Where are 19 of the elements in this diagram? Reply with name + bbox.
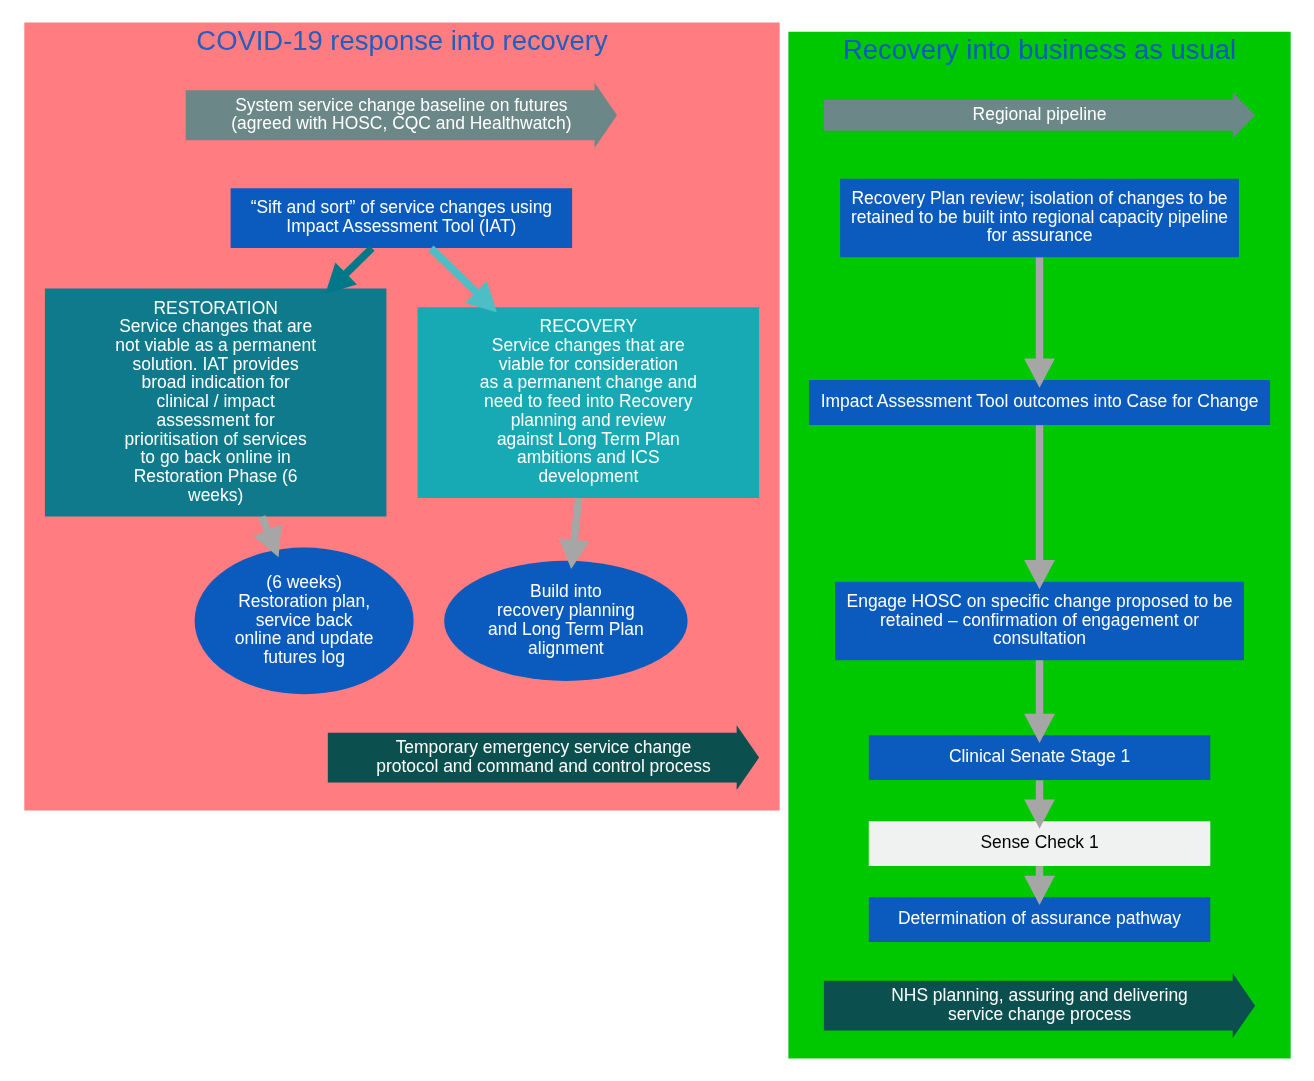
- arrow: [1023, 660, 1055, 743]
- arrow: [252, 515, 282, 558]
- arrow: [558, 497, 589, 569]
- node-box: “Sift and sort” of service changes using Impact Assessment Tool (IAT): [230, 188, 572, 248]
- node-ellipse: Build into recovery planning and Long Term Plan alignment: [443, 560, 688, 681]
- node-box: RESTORATION Service changes that are not viable as a permanent solution. IAT provides broad indication for clinical / impact assessment for prioritisation of services to go back online in Restoration Phase (6 weeks): [44, 288, 386, 517]
- node-box: Sense Check 1: [868, 821, 1210, 867]
- node-box: Determination of assurance pathway: [868, 897, 1210, 943]
- node-ellipse: (6 weeks) Restoration plan, service back online and update futures log: [194, 547, 414, 695]
- node-box: Recovery Plan review; isolation of changes to be retained to be built into regional capacity pipeline for assurance: [839, 178, 1239, 258]
- node-box: Impact Assessment Tool outcomes into Case for Change: [808, 380, 1270, 425]
- arrow: [1023, 257, 1055, 388]
- arrow: [324, 245, 375, 294]
- node-box: RECOVERY Service changes that are viable for consideration as a permanent change and need to feed into Recovery planning and review against Long Term Plan ambitions and ICS development: [417, 307, 759, 498]
- arrow: [1023, 425, 1055, 590]
- node-box: Clinical Senate Stage 1: [868, 735, 1210, 781]
- arrow: [427, 245, 497, 313]
- arrow: [1023, 780, 1055, 829]
- node-box: Engage HOSC on specific change proposed to be retained – confirmation of engagement or consultation: [834, 581, 1244, 661]
